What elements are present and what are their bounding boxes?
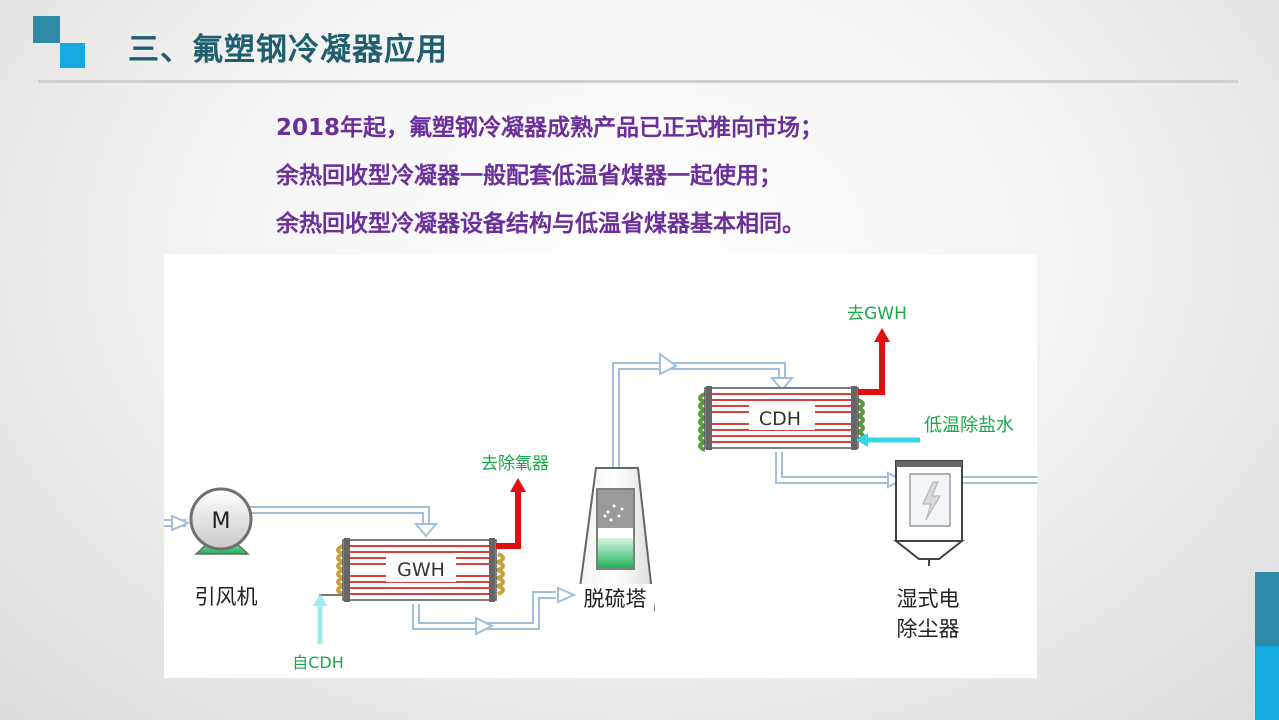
gwh-label-bg [386, 556, 456, 582]
hot-water-to-deaerator: 去除氧器 [481, 454, 549, 549]
desulfurization-label: 脱硫塔 [584, 587, 647, 611]
side-accent-light [1255, 646, 1279, 720]
gwh-left-plate [344, 538, 350, 602]
esp-panel [909, 473, 951, 527]
cdh-condenser: CDH [698, 386, 865, 452]
tower-gas-zone [598, 490, 633, 528]
gwh-coils-right [492, 552, 505, 596]
duct-arrowheads [171, 352, 905, 636]
fan-symbol: M [212, 509, 231, 534]
cdh-label-bg [749, 404, 815, 430]
bullet-item-2: 余热回收型冷凝器一般配套低温省煤器一起使用； [276, 163, 782, 189]
tower-slurry [598, 538, 633, 568]
esp-label-line1: 湿式电 [897, 587, 960, 611]
low-temp-water-label: 低温除盐水 [924, 415, 1014, 436]
tower-droplets [603, 504, 624, 522]
gwh-heat-exchanger: GWH [336, 538, 505, 602]
arrow-inlet [171, 514, 191, 532]
cdh-label: CDH [759, 408, 801, 430]
cdh-coils-right [852, 398, 865, 442]
fan-to-gwh-duct [242, 506, 430, 528]
to-gwh-label: 去GWH [847, 304, 907, 324]
page-title: 三、氟塑钢冷凝器应用 [128, 32, 448, 68]
logo-square-dark [33, 16, 60, 43]
fan-label: 引风机 [195, 585, 258, 609]
tower-label-bg [576, 584, 654, 612]
wet-esp: 湿式电 除尘器 [893, 460, 965, 641]
gwh-right-plate [489, 538, 495, 602]
bullet-item-1: 2018年起，氟塑钢冷凝器成熟产品已正式推向市场； [276, 115, 824, 141]
lightning-icon [922, 481, 941, 521]
process-diagram: M 引风机 GWH [164, 254, 1037, 678]
desulfurization-tower: 脱硫塔 [575, 467, 656, 612]
esp-label-line2: 除尘器 [897, 617, 960, 641]
low-temp-water-inlet: 低温除盐水 [856, 415, 1014, 447]
gwh-label: GWH [397, 559, 445, 581]
hot-water-to-gwh: 去GWH [847, 304, 907, 395]
to-deaerator-label: 去除氧器 [481, 454, 549, 474]
process-diagram-svg: M 引风机 GWH [164, 304, 1037, 672]
cdh-right-plate [851, 386, 857, 450]
arrow-gwh-in [413, 523, 439, 538]
cdh-to-esp-duct [775, 452, 894, 484]
from-cdh-label: 自CDH [292, 653, 344, 672]
esp-top-cap [896, 461, 962, 467]
logo-square-light [60, 43, 85, 68]
logo [33, 16, 88, 71]
arrow-cdh-in [769, 377, 795, 392]
water-from-cdh: 自CDH [292, 594, 344, 672]
fan-motor-circle [189, 487, 253, 551]
arrow-tower-in [557, 586, 577, 604]
title-divider [38, 80, 1238, 83]
cdh-coils-left [698, 392, 711, 452]
esp-hopper [893, 540, 965, 560]
side-accent-dark [1255, 572, 1279, 646]
flue-gas-ducts-inner [164, 364, 1037, 628]
cdh-left-plate [706, 386, 712, 450]
arrow-gwh-out [475, 616, 495, 636]
bullet-item-3: 余热回收型冷凝器设备结构与低温省煤器基本相同。 [276, 211, 805, 237]
induced-draft-fan: M 引风机 [189, 487, 258, 609]
bullet-list: 2018年起，氟塑钢冷凝器成熟产品已正式推向市场； 余热回收型冷凝器一般配套低温… [276, 108, 823, 252]
arrow-riser [659, 352, 678, 376]
